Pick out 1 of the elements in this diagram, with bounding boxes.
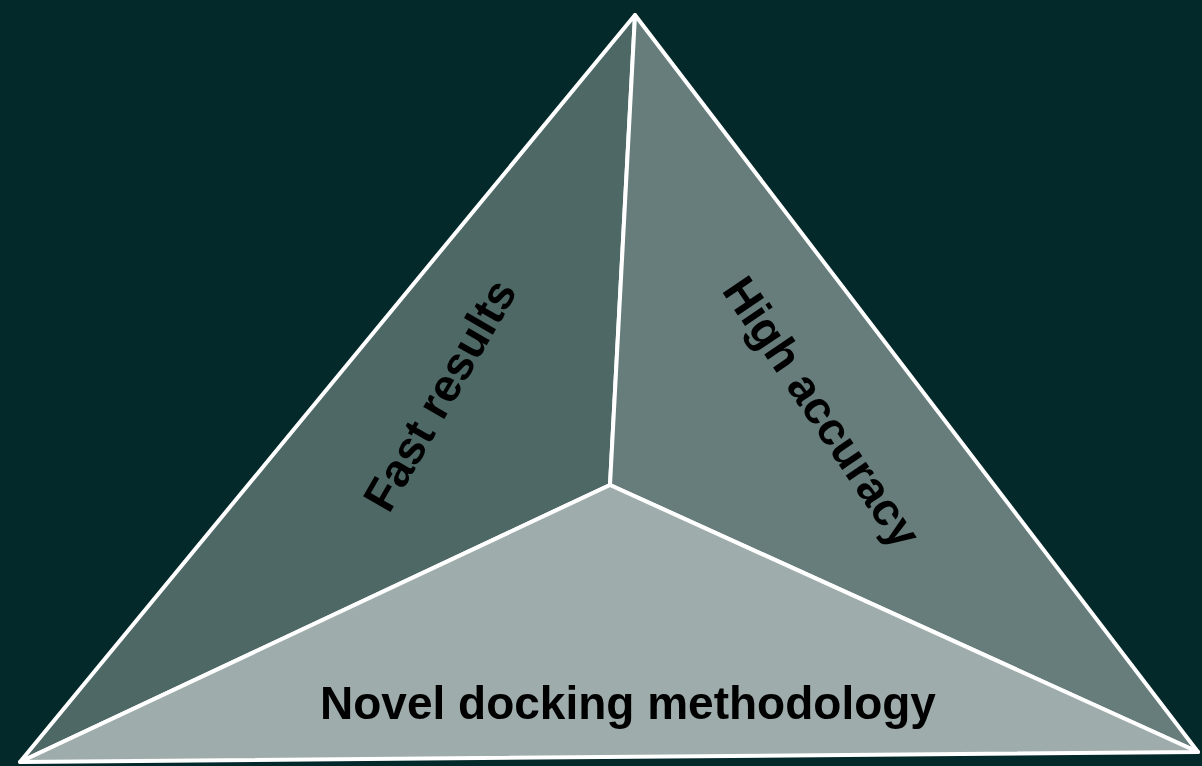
face-label: Novel docking methodology [320,677,936,729]
